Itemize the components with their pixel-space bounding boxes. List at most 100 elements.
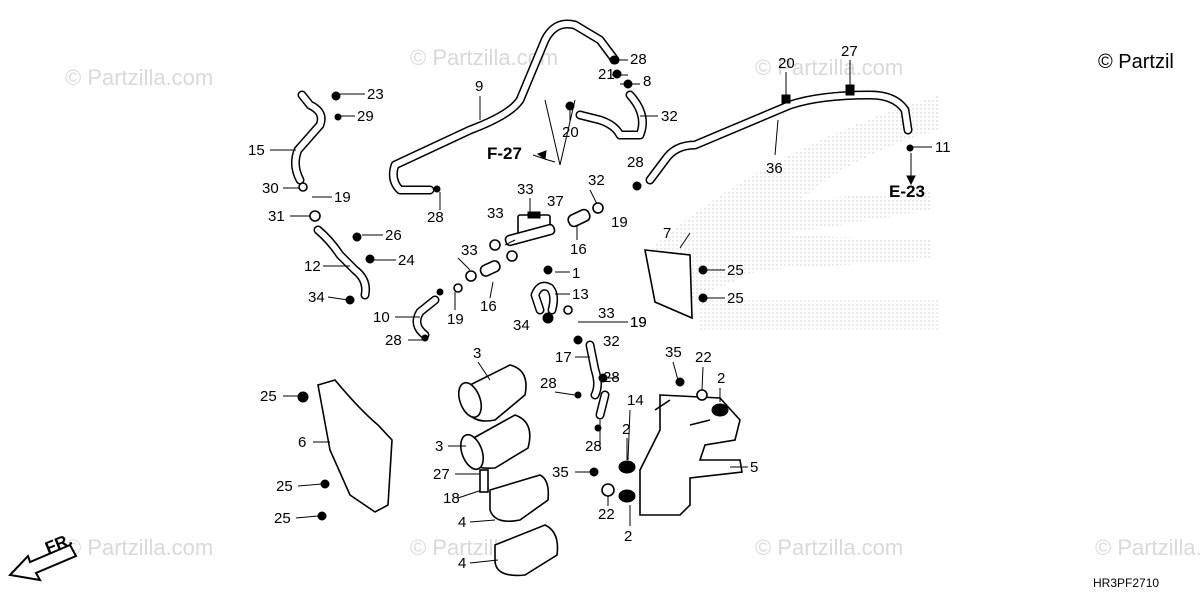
bracket-5: [639, 394, 743, 516]
callout-label: 28: [585, 438, 602, 455]
callout-label: 29: [357, 108, 374, 125]
callout-label: 2: [624, 528, 632, 545]
callout-label: 19: [630, 314, 647, 331]
canister-3-upper: [457, 364, 527, 422]
callout-label: 32: [588, 172, 605, 189]
callout-label: 32: [661, 108, 678, 125]
fasteners: [297, 55, 914, 521]
callout-label: 12: [304, 258, 321, 275]
callout-label: 22: [695, 349, 712, 366]
callout-label: 20: [778, 55, 795, 72]
hose-14: [595, 390, 610, 420]
callout-label: 20: [562, 124, 579, 141]
canister-3-lower: [459, 414, 531, 471]
callout-label: 13: [572, 286, 589, 303]
callout-label: 19: [611, 214, 628, 231]
callout-label: 34: [308, 289, 325, 306]
callout-label: 14: [627, 392, 644, 409]
callout-label: 23: [367, 86, 384, 103]
callout-label: 8: [643, 73, 651, 90]
hose-13: [530, 281, 559, 315]
reference-e23: E-23: [889, 182, 925, 201]
callout-label: 4: [458, 555, 466, 572]
front-arrow: FR.: [7, 530, 78, 582]
callout-label: 25: [260, 388, 277, 405]
callout-label: 19: [630, 314, 647, 331]
hose-10: [412, 295, 440, 340]
callout-label: 16: [570, 241, 587, 258]
reference-labels: F-27 E-23: [487, 99, 925, 201]
callout-label: 17: [555, 349, 572, 366]
hose-9: [388, 19, 620, 195]
callout-label: 7: [663, 225, 671, 242]
reference-f27: F-27: [487, 144, 522, 163]
diagram-code: HR3PF2710: [1093, 576, 1159, 590]
callout-label: 2: [622, 421, 630, 438]
watermarks: © Partzilla.com © Partzilla.com © Partzi…: [65, 45, 1200, 560]
callout-label: 19: [447, 311, 464, 328]
callout-label: 16: [480, 298, 497, 315]
callout-label: 32: [603, 333, 620, 350]
callout-label: 28: [630, 51, 647, 68]
hose-11: [645, 90, 913, 185]
hose-17: [585, 340, 602, 400]
bracket-4-lower: [494, 524, 559, 577]
callout-label: 2: [717, 370, 725, 387]
callout-label: 35: [552, 464, 569, 481]
callout-label: 26: [385, 227, 402, 244]
callout-label: 30: [262, 180, 279, 197]
valve-36: [504, 211, 556, 247]
grommets-2: [618, 403, 729, 503]
watermark: © Partzilla.com: [1095, 535, 1200, 560]
callout-label: 15: [248, 142, 265, 159]
plate-7: [644, 249, 693, 320]
callout-label: 33: [598, 305, 615, 322]
callout-label: 28: [627, 154, 644, 171]
callout-label: 19: [334, 189, 351, 206]
callout-label: 3: [473, 345, 481, 362]
bracket-4-upper: [489, 474, 550, 523]
callout-label: 25: [727, 290, 744, 307]
callout-label: 11: [935, 139, 951, 156]
copyright-text: © Partzil: [1098, 51, 1174, 73]
callout-label: 5: [750, 459, 758, 476]
callout-label: 6: [298, 434, 306, 451]
callout-label: 35: [665, 344, 682, 361]
callout-label: 22: [598, 506, 615, 523]
callout-label: 9: [475, 78, 483, 95]
hose-15: [290, 90, 326, 185]
callout-label: 25: [727, 262, 744, 279]
honda-wing-watermark: [650, 95, 940, 330]
callout-label: 24: [398, 252, 415, 269]
hose-12: [313, 225, 370, 300]
callout-label: 28: [540, 375, 557, 392]
cover-6: [317, 379, 393, 513]
callout-label: 33: [517, 181, 534, 198]
callout-label: 33: [461, 242, 478, 259]
callout-label: 25: [276, 478, 293, 495]
callout-label: 33: [487, 205, 504, 222]
callout-label: 37: [547, 193, 564, 210]
watermark: © Partzilla.com: [65, 535, 213, 560]
callout-label: 25: [274, 510, 291, 527]
callout-label: 3: [435, 438, 443, 455]
callout-label: 1: [572, 265, 580, 282]
watermark: © Partzilla.com: [65, 65, 213, 90]
callout-label: 34: [513, 317, 530, 334]
callout-label: 31: [268, 208, 285, 225]
callout-label: 28: [427, 209, 444, 226]
callout-label: 27: [433, 466, 450, 483]
callout-label: 18: [443, 490, 460, 507]
joint-16: [479, 208, 591, 277]
callout-label: 27: [841, 43, 858, 60]
watermark: © Partzilla.com: [755, 535, 903, 560]
callout-label: 21: [598, 66, 615, 83]
callout-label: 10: [373, 309, 390, 326]
callout-label: 4: [458, 514, 466, 531]
callout-label: 36: [766, 160, 783, 177]
callout-label: 28: [385, 332, 402, 349]
hose-8: [575, 90, 647, 140]
callouts: 23 29 15 30 19 31 26 12 24 34 9 28 21 28…: [248, 43, 951, 572]
watermark: © Partzilla.com: [755, 55, 903, 80]
